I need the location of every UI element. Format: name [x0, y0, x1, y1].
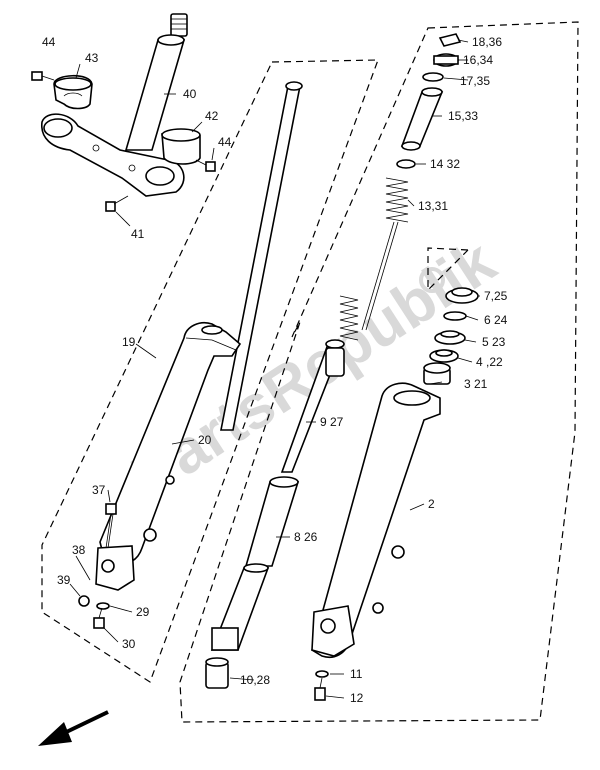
label-11: 11: [350, 667, 363, 681]
washer-4: [429, 349, 459, 363]
nut-39: [78, 595, 90, 607]
label-44-right: 44: [218, 135, 232, 149]
label-37: 37: [92, 483, 106, 497]
label-41: 41: [131, 227, 145, 241]
front-direction-arrow-icon: [38, 710, 109, 746]
bolt-44-upper: [31, 71, 55, 81]
rebound-spring: [339, 295, 359, 341]
damper-rod: [280, 339, 345, 473]
label-3-21: 3 21: [464, 377, 488, 391]
right-fork-group-outline: [179, 21, 579, 723]
label-15-33: 15,33: [448, 109, 478, 123]
slider-tube: [210, 563, 270, 651]
bolt-37: [105, 503, 117, 549]
cap-bolt: [422, 33, 462, 82]
outer-tube-left: [95, 322, 242, 591]
label-12: 12: [350, 691, 364, 705]
label-40: 40: [183, 87, 197, 101]
dust-seal-7: [445, 287, 479, 304]
label-2: 2: [428, 497, 435, 511]
label-19: 19: [122, 335, 136, 349]
label-14-32: 14 32: [430, 157, 460, 171]
washer-29: [96, 602, 110, 610]
label-5-23: 5 23: [482, 335, 506, 349]
bushing-3: [423, 362, 451, 385]
label-38: 38: [72, 543, 86, 557]
label-44-upper: 44: [42, 35, 56, 49]
fork-spring: [361, 177, 409, 331]
bolt-41: [105, 195, 129, 212]
bolt-44-right: [195, 159, 216, 172]
spring-seat-14: [396, 159, 416, 169]
inner-tube-8: [244, 476, 300, 567]
left-fork-group-outline: [41, 59, 379, 683]
label-18-36: 18,36: [472, 35, 502, 49]
handlebar-holder: [53, 74, 93, 110]
label-6-24: 6 24: [484, 313, 508, 327]
clip-6: [443, 311, 467, 321]
washer-11: [315, 670, 329, 678]
label-7-25: 7,25: [484, 289, 508, 303]
bolt-12: [314, 677, 326, 701]
label-8-26: 8 26: [294, 530, 318, 544]
outer-tube-right: [311, 382, 441, 658]
label-20: 20: [198, 433, 212, 447]
label-16-34: 16,34: [463, 53, 493, 67]
part-labels: 44 43 40 42 44 41 18,36 16,34 17,35 15,3…: [42, 35, 508, 705]
spring-group-outline: [427, 247, 469, 292]
label-13-31: 13,31: [418, 199, 448, 213]
label-43: 43: [85, 51, 99, 65]
label-17-35: 17,35: [460, 74, 490, 88]
under-bracket: [41, 113, 185, 197]
label-30: 30: [122, 637, 136, 651]
oil-seal-5: [434, 330, 466, 345]
label-29: 29: [136, 605, 150, 619]
oil-lock-piece: [205, 657, 229, 689]
steering-stem: [124, 13, 188, 151]
label-39: 39: [57, 573, 71, 587]
label-9-27: 9 27: [320, 415, 344, 429]
handlebar-holder-right: [161, 128, 201, 165]
label-10-28: 10,28: [240, 673, 270, 687]
leader-lines: [69, 39, 480, 699]
watermark-gear-icon: [419, 267, 445, 293]
bolt-30: [93, 607, 105, 629]
label-42: 42: [205, 109, 219, 123]
spacer-pipe: [400, 87, 444, 151]
label-4-22: 4 ,22: [476, 355, 503, 369]
